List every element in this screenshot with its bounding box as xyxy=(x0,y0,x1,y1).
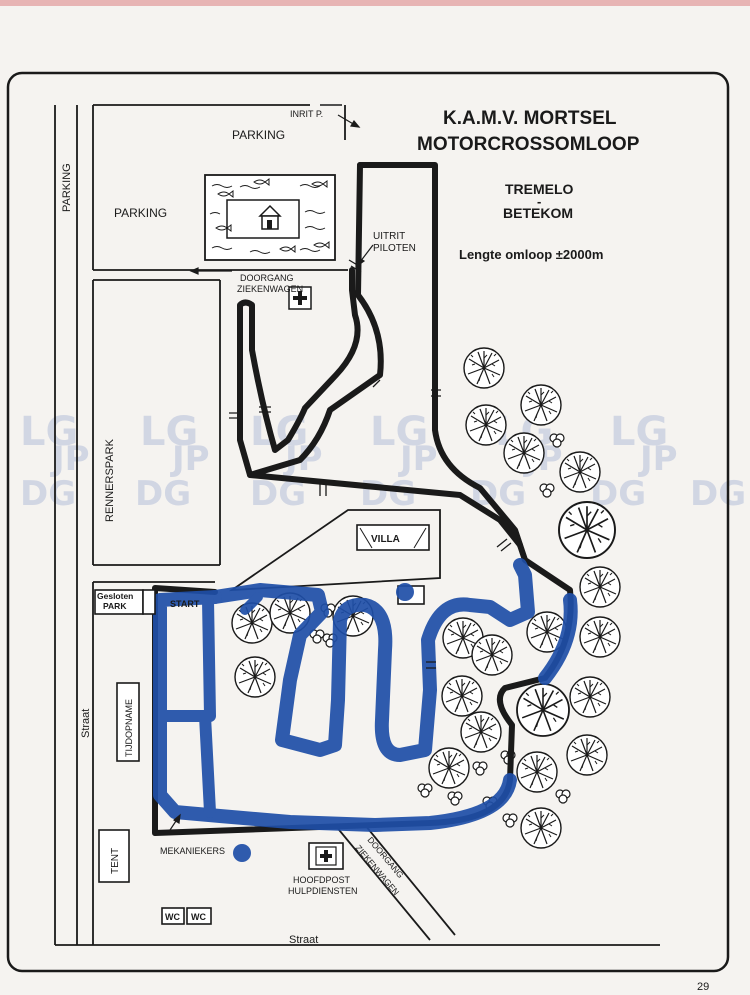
svg-text:JP: JP xyxy=(398,439,438,479)
svg-text:DG: DG xyxy=(135,474,191,514)
svg-text:LG: LG xyxy=(370,409,428,455)
svg-text:DG: DG xyxy=(690,474,746,514)
svg-text:DG: DG xyxy=(20,474,76,514)
svg-text:LG: LG xyxy=(140,409,198,455)
svg-text:ZIEKENWAGEN: ZIEKENWAGEN xyxy=(237,284,303,294)
track-markers xyxy=(229,259,512,669)
svg-text:BETEKOM: BETEKOM xyxy=(503,205,573,221)
svg-text:DG: DG xyxy=(360,474,416,514)
svg-text:Straat: Straat xyxy=(80,709,92,738)
map-title: K.A.M.V. MORTSEL MOTORCROSSOMLOOP TREMEL… xyxy=(417,108,640,262)
svg-text:MOTORCROSSOMLOOP: MOTORCROSSOMLOOP xyxy=(417,134,640,155)
buildings xyxy=(94,589,212,925)
svg-text:START: START xyxy=(170,599,200,609)
svg-text:TREMELO: TREMELO xyxy=(505,181,574,197)
svg-text:TIJDOPNAME: TIJDOPNAME xyxy=(124,699,134,757)
svg-text:PARKING: PARKING xyxy=(114,206,167,220)
map-frame xyxy=(6,71,730,973)
svg-text:TENT: TENT xyxy=(110,848,121,874)
svg-text:Gesloten: Gesloten xyxy=(97,591,133,601)
svg-text:WC: WC xyxy=(165,912,180,922)
svg-text:HOOFDPOST: HOOFDPOST xyxy=(293,875,351,885)
svg-text:PARKING: PARKING xyxy=(61,163,73,212)
svg-text:WC: WC xyxy=(191,912,206,922)
pond xyxy=(204,174,336,261)
svg-text:JP: JP xyxy=(170,439,210,479)
svg-text:Straat: Straat xyxy=(289,934,318,946)
svg-text:PILOTEN: PILOTEN xyxy=(373,243,416,254)
first-aid-post xyxy=(308,842,344,870)
svg-text:LG: LG xyxy=(20,409,78,455)
roads xyxy=(54,104,660,946)
svg-text:MEKANIEKERS: MEKANIEKERS xyxy=(160,846,225,856)
svg-text:DOORGANG: DOORGANG xyxy=(240,273,294,283)
svg-text:PARK: PARK xyxy=(103,601,127,611)
house-icon xyxy=(258,204,282,230)
svg-text:JP: JP xyxy=(638,439,678,479)
svg-text:VILLA: VILLA xyxy=(371,534,400,545)
svg-text:PARKING: PARKING xyxy=(232,128,285,142)
svg-text:Lengte omloop ±2000m: Lengte omloop ±2000m xyxy=(459,247,603,262)
red-cross-icon xyxy=(288,286,312,310)
svg-text:UITRIT: UITRIT xyxy=(373,231,405,242)
svg-text:RENNERSPARK: RENNERSPARK xyxy=(104,438,116,522)
svg-text:-: - xyxy=(537,194,541,209)
svg-text:JP: JP xyxy=(50,439,90,479)
svg-text:INRIT P.: INRIT P. xyxy=(290,109,323,119)
svg-text:HULPDIENSTEN: HULPDIENSTEN xyxy=(288,886,358,896)
svg-text:K.A.M.V. MORTSEL: K.A.M.V. MORTSEL xyxy=(443,108,617,129)
arrow-icon xyxy=(169,114,374,831)
svg-text:LG: LG xyxy=(610,409,668,455)
page-number: 29 xyxy=(697,981,709,993)
track-marker xyxy=(153,558,578,862)
